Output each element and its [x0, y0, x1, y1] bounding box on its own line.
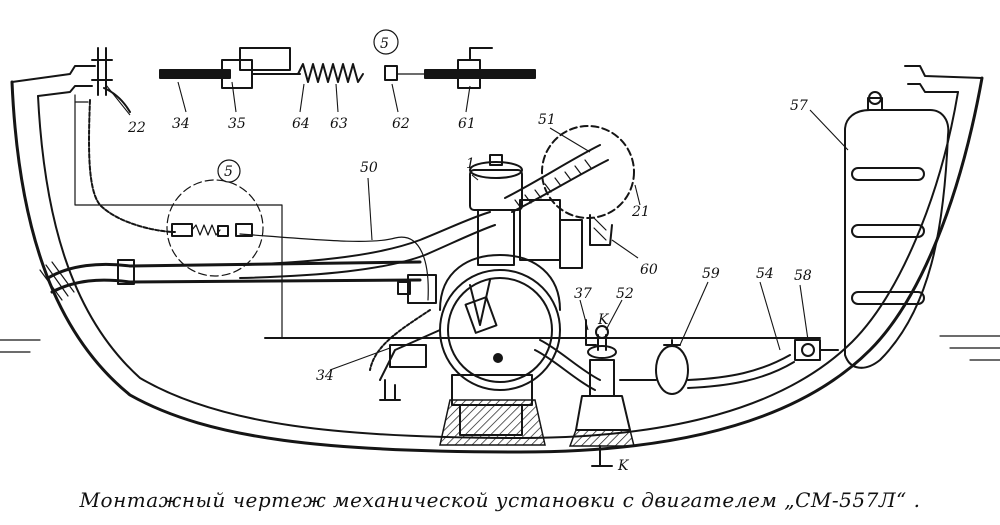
label-34-top: 34	[172, 116, 190, 132]
label-37: 37	[574, 286, 592, 302]
fuel-accessories	[369, 274, 441, 401]
control-frame	[74, 94, 283, 339]
exhaust-flex-pipe	[504, 144, 609, 213]
label-5-top: 5	[380, 36, 389, 52]
label-61: 61	[458, 116, 476, 132]
label-35: 35	[228, 116, 246, 132]
label-63: 63	[330, 116, 348, 132]
detail-5-circle	[166, 179, 264, 277]
label-22: 22	[127, 120, 146, 136]
propeller-shaft	[534, 319, 635, 467]
label-1: 1	[466, 156, 475, 172]
muffler	[541, 125, 635, 246]
label-5-circle: 5	[224, 164, 233, 180]
label-k-top: K	[597, 312, 610, 328]
fuel-tank	[844, 91, 950, 369]
label-34-left: 34	[316, 368, 334, 384]
control-cable	[88, 99, 429, 301]
label-58: 58	[794, 268, 812, 284]
boat-hull	[10, 65, 984, 454]
throttle-lever	[91, 47, 131, 113]
part-labels: 5 34 35 64 63 62 61 22 51 1 50 5 21 60 5…	[127, 29, 812, 474]
label-k-bottom: K	[617, 458, 630, 474]
fuel-line	[619, 339, 839, 395]
label-60: 60	[640, 262, 658, 278]
label-52: 52	[616, 286, 634, 302]
label-54: 54	[756, 266, 774, 282]
label-62: 62	[392, 116, 410, 132]
drawing-caption: Монтажный чертеж механической установки …	[79, 488, 921, 512]
label-57: 57	[790, 98, 808, 114]
engine-installation-drawing: 5 34 35 64 63 62 61 22 51 1 50 5 21 60 5…	[0, 29, 1000, 474]
pipe-50	[239, 211, 496, 279]
label-50: 50	[360, 160, 378, 176]
label-59: 59	[702, 266, 720, 282]
waterline	[0, 335, 1000, 361]
label-51: 51	[538, 112, 556, 128]
detail-5-enlarged	[159, 47, 536, 89]
engine	[439, 154, 583, 446]
leader-lines	[105, 81, 849, 371]
label-21: 21	[631, 204, 650, 220]
exhaust-pipe	[39, 259, 422, 301]
label-64: 64	[292, 116, 310, 132]
